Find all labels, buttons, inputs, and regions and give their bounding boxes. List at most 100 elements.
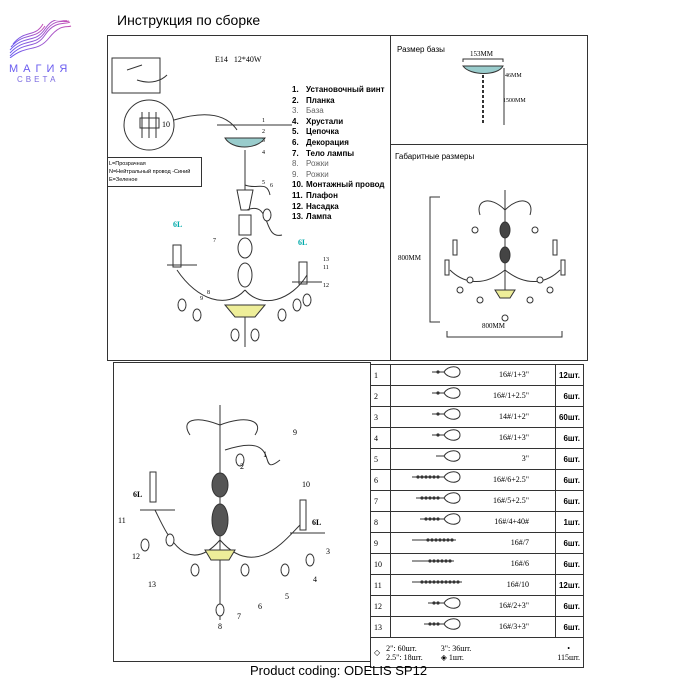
crystal-icon xyxy=(408,538,456,542)
crystal-qty: 6шт. xyxy=(554,553,585,575)
base-size-title: Размер базы xyxy=(397,45,445,54)
crystal-icon xyxy=(416,492,461,504)
page-title: Инструкция по сборке xyxy=(117,12,261,28)
crystal-qty: 1шт. xyxy=(554,511,585,533)
crystal-icon xyxy=(432,408,461,420)
crystal-icon xyxy=(412,471,461,483)
crystal-code: 16#/5+2.5" xyxy=(390,490,556,512)
callout: 9 xyxy=(200,296,203,302)
panel-divider xyxy=(390,35,391,361)
row-number: 3 xyxy=(370,406,391,428)
terminal-label: 10 xyxy=(162,120,170,129)
summary-cell: ◇2": 60шт.2.5": 18шт.3": 36шт.◈ 1шт.•115… xyxy=(370,637,584,668)
crystal-qty: 60шт. xyxy=(554,406,585,428)
drawing-label: 3 xyxy=(326,547,330,556)
crystal-code: 16#/7 xyxy=(390,532,556,554)
callout: 13 xyxy=(323,257,329,263)
part-item: 9.Рожки xyxy=(292,169,329,179)
crystal-ball-icon: ◈ xyxy=(440,652,447,662)
crystal-qty: 6шт. xyxy=(554,595,585,617)
callout: 3 xyxy=(262,138,265,144)
drawing-label: 6L xyxy=(312,518,322,527)
assembly-drawing xyxy=(111,57,322,347)
row-number: 12 xyxy=(370,595,391,617)
crystal-icon xyxy=(420,513,461,525)
base-drawing xyxy=(462,58,505,125)
part-item: 12.Насадка xyxy=(292,201,339,211)
row-number: 1 xyxy=(370,364,391,386)
callout: 7 xyxy=(213,238,216,244)
callout: 4 xyxy=(262,150,265,156)
callout: 2 xyxy=(262,129,265,135)
overall-drawing xyxy=(429,190,566,338)
crystal-icon xyxy=(436,450,461,462)
part-item: 10.Монтажный провод xyxy=(292,180,385,190)
drawing-label: 12 xyxy=(132,552,140,561)
crystal-code: 3" xyxy=(390,448,556,470)
callout: 1 xyxy=(262,118,265,124)
drawing-label: 6L xyxy=(133,490,143,499)
crystal-code: 16#/1+2.5" xyxy=(390,385,556,407)
crystal-code: 16#/6 xyxy=(390,553,556,575)
part-item: 3.База xyxy=(292,106,324,116)
part-item: 1.Установочный винт xyxy=(292,85,385,94)
logo-wave-icon xyxy=(9,19,72,59)
lamp-label: 6L xyxy=(298,238,308,247)
overall-height: 800MM xyxy=(398,254,421,262)
callout: 11 xyxy=(323,265,329,271)
crystal-icon xyxy=(432,366,461,378)
crystal-qty: 6шт. xyxy=(554,616,585,638)
lamp-label: 6L xyxy=(173,220,183,229)
part-item: 13.Лампа xyxy=(292,212,332,222)
drawing-label: 9 xyxy=(293,428,297,437)
logo-text-2: СВЕТА xyxy=(17,75,59,84)
logo-text-1: МАГИЯ xyxy=(9,63,73,75)
part-item: 11.Плафон xyxy=(292,190,338,200)
drawing-label: 1 xyxy=(263,450,267,459)
crystal-icon xyxy=(412,559,454,563)
crystal-qty: 6шт. xyxy=(554,427,585,449)
drawing-label: 4 xyxy=(313,575,317,584)
row-number: 6 xyxy=(370,469,391,491)
crystal-qty: 6шт. xyxy=(554,385,585,407)
panel-divider xyxy=(390,144,588,145)
part-item: 4.Хрустали xyxy=(292,116,344,126)
crystal-qty: 6шт. xyxy=(554,469,585,491)
crystal-code: 16#/1+3" xyxy=(390,427,556,449)
crystal-code: 16#/3+3" xyxy=(390,616,556,638)
part-item: 5.Цепочка xyxy=(292,127,340,137)
row-number: 8 xyxy=(370,511,391,533)
legend-line: E=Зеленое xyxy=(109,177,138,183)
row-number: 13 xyxy=(370,616,391,638)
row-number: 7 xyxy=(370,490,391,512)
crystal-code: 16#/4+40# xyxy=(390,511,556,533)
crystal-qty: 6шт. xyxy=(554,448,585,470)
drawing-label: 11 xyxy=(118,516,126,525)
drawing-label: 2 xyxy=(240,462,244,471)
part-item: 2.Планка xyxy=(292,95,335,105)
overall-width: 800MM xyxy=(482,322,505,330)
crystal-code: 16#/6+2.5" xyxy=(390,469,556,491)
crystal-icon xyxy=(432,429,461,441)
crystal-qty: 12шт. xyxy=(554,574,585,596)
crystal-code: 16#/10 xyxy=(390,574,556,596)
crystal-icon xyxy=(424,618,461,630)
crystal-qty: 12шт. xyxy=(554,364,585,386)
assembly-panel xyxy=(107,35,588,361)
row-number: 9 xyxy=(370,532,391,554)
callout: 8 xyxy=(207,290,210,296)
crystal-qty: 6шт. xyxy=(554,490,585,512)
callout: 12 xyxy=(323,283,329,289)
drawing-label: 6 xyxy=(258,602,262,611)
part-item: 8.Рожки xyxy=(292,159,329,169)
crystal-icon xyxy=(428,597,461,609)
drawing-label: 7 xyxy=(237,612,241,621)
